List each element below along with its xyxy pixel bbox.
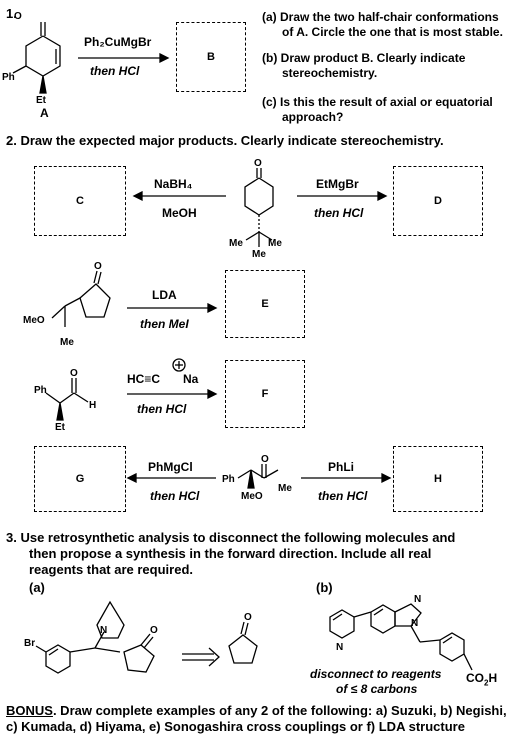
q1-part-c-line2: approach? (282, 110, 344, 124)
q2-box-g[interactable] (34, 446, 126, 512)
methoxy-cyclopentanone-structure: O MeO Me (23, 261, 111, 348)
q2-rxn1-left-top: NaBH₄ (154, 177, 193, 191)
bonus-line2: c) Kumada, d) Hiyama, e) Sonogashira cro… (6, 719, 465, 734)
q2-box-h[interactable] (393, 446, 483, 512)
svg-text:Me: Me (278, 483, 292, 494)
svg-text:Et: Et (36, 95, 47, 106)
q2-rxn3-charge: Na (183, 372, 199, 386)
q2-rxn1-right-top: EtMgBr (316, 177, 359, 191)
q1-part-b-line1: (b) Draw product B. Clearly indicate (262, 51, 466, 65)
svg-text:Br: Br (24, 638, 35, 649)
q1-reagent-top: Ph₂CuMgBr (84, 35, 152, 49)
svg-text:N: N (414, 594, 421, 605)
q2-rxn3-bottom: then HCl (137, 402, 187, 416)
svg-text:Me: Me (229, 238, 243, 249)
q3-part-b: (b) (316, 580, 333, 595)
q2-box-f[interactable] (225, 360, 305, 428)
svg-text:MeO: MeO (23, 315, 45, 326)
bonus-label: BONUS (6, 703, 53, 718)
svg-text:Et: Et (55, 422, 66, 433)
q2-box-g-label: G (75, 473, 85, 485)
svg-text:Me: Me (60, 337, 74, 348)
svg-text:O: O (254, 158, 262, 169)
q1-start-label: A (40, 106, 49, 120)
q3-part-a: (a) (29, 580, 45, 595)
svg-text:O: O (94, 261, 102, 272)
q3-note-line2: of ≤ 8 carbons (336, 682, 418, 696)
q1-part-c-line1: (c) Is this the result of axial or equat… (262, 95, 493, 109)
svg-text:O: O (261, 454, 269, 465)
svg-text:Ph: Ph (2, 72, 15, 83)
q2-rxn2-bottom: then MeI (140, 317, 189, 331)
q1-part-a-line1: (a) Draw the two half-chair conformation… (262, 10, 499, 24)
q2-box-f-label: F (261, 388, 269, 400)
q1-part-b-line2: stereochemistry. (282, 66, 378, 80)
svg-text:O: O (14, 11, 22, 22)
tbutyl-cyclohexanone-structure: O Me Me Me (229, 158, 282, 260)
q1-box-label: B (207, 51, 215, 63)
q2-rxn1-right-bottom: then HCl (314, 206, 364, 220)
svg-text:MeO: MeO (241, 491, 263, 502)
q1-part-a-line2: of A. Circle the one that is most stable… (282, 25, 503, 39)
q2-box-c-label: C (76, 195, 84, 207)
q2-rxn3-top: HC≡C (127, 372, 160, 386)
bonus-text1: . Draw complete examples of any 2 of the… (52, 703, 507, 718)
q1-number: 1. (6, 6, 17, 21)
target-b-structure: N N N (329, 594, 473, 671)
q2-box-d-label: D (434, 195, 442, 207)
svg-text:N: N (336, 642, 343, 653)
svg-text:O: O (244, 612, 252, 623)
q2-rxn4-left-top: PhMgCl (148, 460, 193, 474)
target-a-structure: Br N O (24, 600, 158, 674)
svg-text:Ph: Ph (34, 385, 47, 396)
q3-line3: reagents that are required. (29, 562, 193, 577)
aldehyde-structure: O Ph H Et (34, 368, 96, 433)
q2-box-e[interactable] (225, 270, 305, 338)
svg-text:N: N (411, 618, 418, 629)
q3-line2: then propose a synthesis in the forward … (29, 546, 432, 561)
compound-a-structure: O Ph Et (2, 11, 61, 106)
q2-rxn4-left-bottom: then HCl (150, 489, 200, 503)
ketone-structure: O Ph Me MeO (222, 454, 292, 502)
svg-text:Ph: Ph (222, 474, 235, 485)
q1-reagent-bottom: then HCl (90, 64, 140, 78)
q2-rxn1-left-bottom: MeOH (162, 206, 197, 220)
svg-text:H: H (89, 400, 96, 411)
svg-text:O: O (150, 625, 158, 636)
svg-text:Me: Me (268, 238, 282, 249)
q2-box-d[interactable] (393, 166, 483, 236)
q3-note-line1: disconnect to reagents (310, 667, 442, 681)
svg-text:N: N (100, 625, 107, 636)
q2-box-h-label: H (434, 473, 442, 485)
q2-rxn4-right-bottom: then HCl (318, 489, 368, 503)
q2-rxn2-top: LDA (152, 288, 177, 302)
q1-answer-box[interactable] (176, 22, 246, 92)
q2-box-c[interactable] (34, 166, 126, 236)
svg-text:Me: Me (252, 249, 266, 260)
bonus-line1: BONUS. Draw complete examples of any 2 o… (6, 703, 507, 718)
q2-rxn4-right-top: PhLi (328, 460, 354, 474)
cyclopentanone-structure: O (228, 612, 258, 664)
svg-text:O: O (70, 368, 78, 379)
q2-box-e-label: E (261, 298, 269, 310)
q2-heading: 2. Draw the expected major products. Cle… (6, 133, 444, 148)
q3-carboxylic-acid: CO2H (466, 671, 498, 688)
q3-line1: 3. Use retrosynthetic analysis to discon… (6, 530, 456, 545)
